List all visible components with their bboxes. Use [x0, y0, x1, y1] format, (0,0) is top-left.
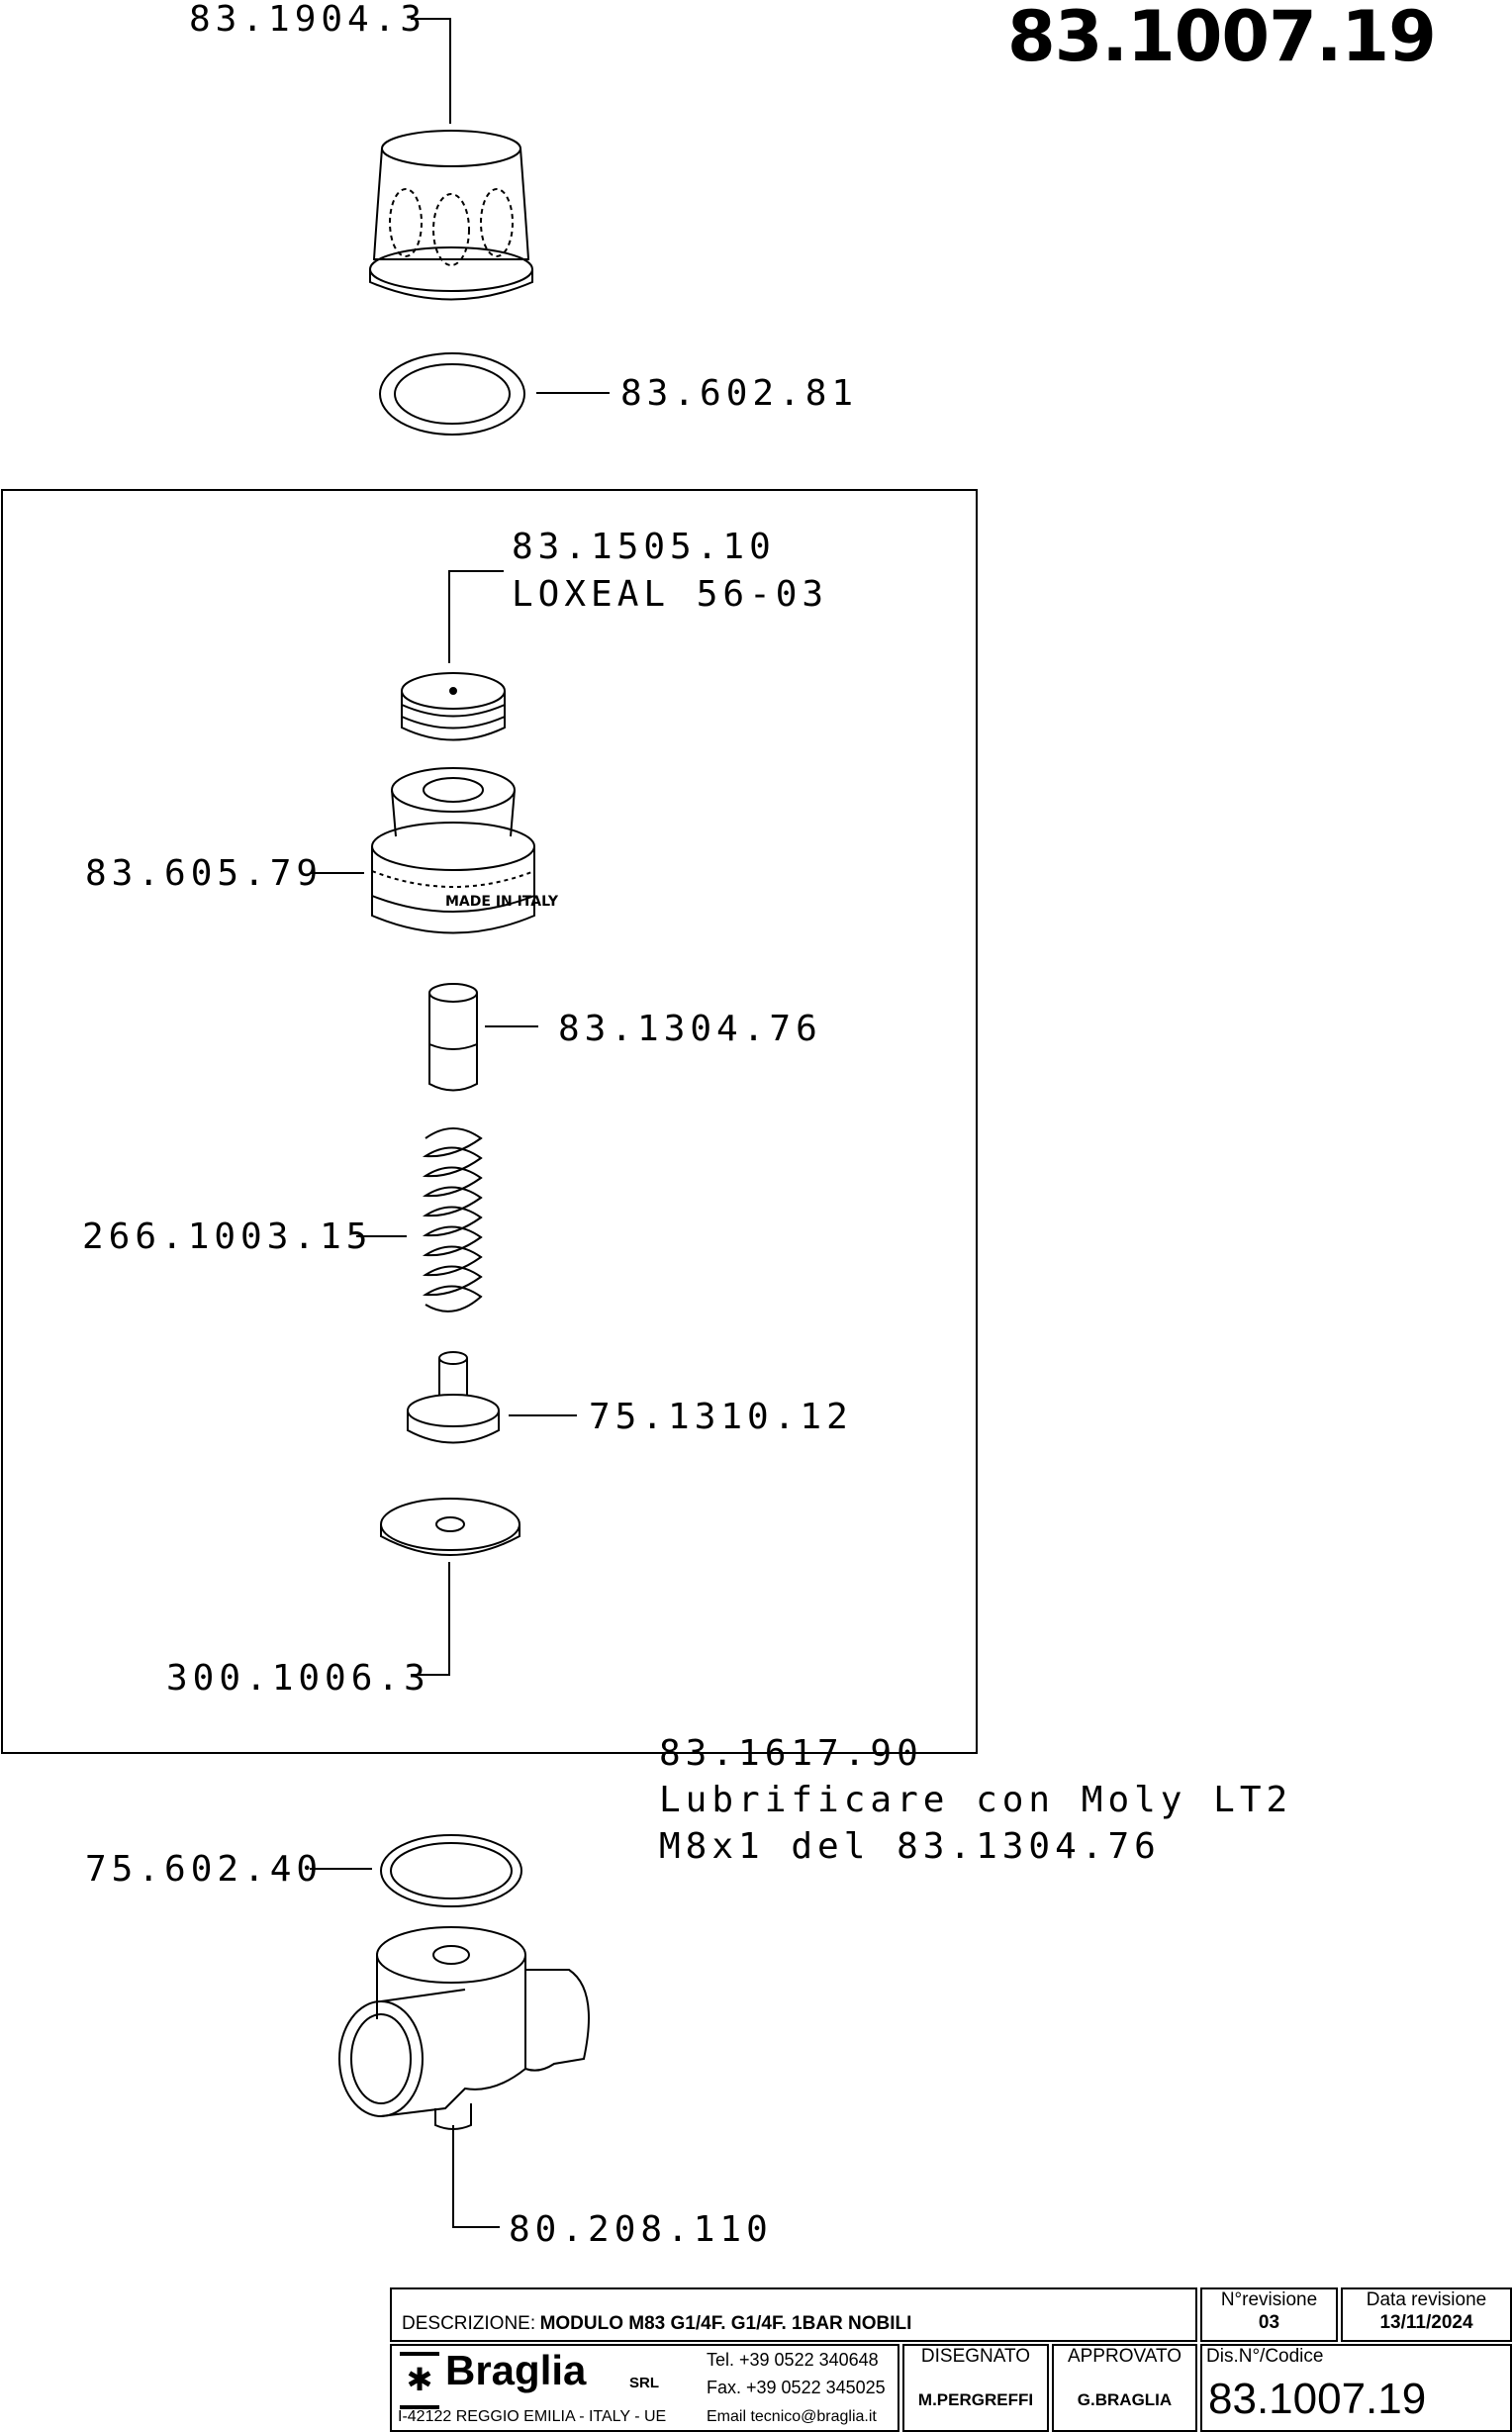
- code-value: 83.1007.19: [1208, 2375, 1427, 2423]
- part-label: 266.1003.15: [82, 1216, 373, 1257]
- drawing-title: 83.1007.19: [1007, 0, 1437, 77]
- o-ring-part: [379, 352, 525, 436]
- approved-label: APPROVATO: [1067, 2346, 1182, 2367]
- part-label: 75.602.40: [85, 1849, 324, 1890]
- valve-body-part: [338, 1926, 590, 2130]
- spring-part: [422, 1127, 483, 1313]
- diaphragm-part: [380, 1498, 520, 1556]
- revision-label: N°revisione: [1220, 2289, 1318, 2310]
- cap-part: [369, 130, 533, 301]
- revision-date-value: 13/11/2024: [1379, 2311, 1473, 2333]
- drawn-by-value: M.PERGREFFI: [917, 2389, 1034, 2409]
- company-logo: Braglia: [445, 2347, 587, 2393]
- revision-date-cell: Data revisione 13/11/2024: [1341, 2287, 1512, 2342]
- revision-date-label: Data revisione: [1366, 2289, 1487, 2310]
- tel: Tel. +39 0522 340648: [707, 2350, 879, 2370]
- company-cell: ✱ Braglia SRL Tel. +39 0522 340648 Fax. …: [390, 2344, 899, 2432]
- knob-part: MADE IN ITALY: [371, 767, 559, 934]
- plug-part: [401, 672, 506, 741]
- revision-cell: N°revisione 03: [1200, 2287, 1338, 2342]
- description-cell: DESCRIZIONE: MODULO M83 G1/4F. G1/4F. 1B…: [390, 2287, 1197, 2342]
- leader-lines: [1, 18, 978, 2228]
- approved-by-value: G.BRAGLIA: [1077, 2389, 1173, 2409]
- code-label: Dis.N°/Codice: [1206, 2346, 1324, 2367]
- part-label: 83.1304.76: [558, 1009, 822, 1049]
- part-label: 75.1310.12: [589, 1397, 853, 1437]
- drawn-label: DISEGNATO: [920, 2346, 1031, 2367]
- fax: Fax. +39 0522 345025: [707, 2378, 886, 2397]
- drawing-code-cell: Dis.N°/Codice 83.1007.19: [1200, 2344, 1512, 2432]
- stem-part: [428, 983, 478, 1092]
- part-note: LOXEAL 56-03: [512, 574, 829, 615]
- part-label: 83.1904.3: [189, 0, 427, 40]
- part-label: 83.1617.90: [659, 1733, 923, 1774]
- part-note: Lubrificare con Moly LT2: [659, 1780, 1293, 1820]
- email: Email tecnico@braglia.it: [707, 2408, 877, 2425]
- revision-value: 03: [1258, 2311, 1280, 2333]
- company-suffix: SRL: [629, 2375, 659, 2391]
- part-label: 83.1505.10: [512, 527, 776, 567]
- approved-by-cell: APPROVATO G.BRAGLIA: [1052, 2344, 1197, 2432]
- drawn-by-cell: DISEGNATO M.PERGREFFI: [902, 2344, 1049, 2432]
- valve-seat-part: [407, 1351, 500, 1444]
- made-in-italy-marking: MADE IN ITALY: [445, 894, 559, 910]
- description-value: MODULO M83 G1/4F. G1/4F. 1BAR NOBILI: [539, 2313, 912, 2334]
- part-note: M8x1 del 83.1304.76: [659, 1826, 1161, 1867]
- part-label: 80.208.110: [509, 2209, 773, 2250]
- part-label: 83.605.79: [85, 853, 324, 894]
- o-ring-part-2: [380, 1834, 522, 1907]
- braglia-leaf-logo-icon: ✱: [400, 2352, 439, 2409]
- part-label: 83.602.81: [620, 373, 859, 414]
- address: I-42122 REGGIO EMILIA - ITALY - UE: [398, 2408, 667, 2425]
- part-label: 300.1006.3: [166, 1658, 430, 1699]
- description-label: DESCRIZIONE:: [402, 2313, 536, 2334]
